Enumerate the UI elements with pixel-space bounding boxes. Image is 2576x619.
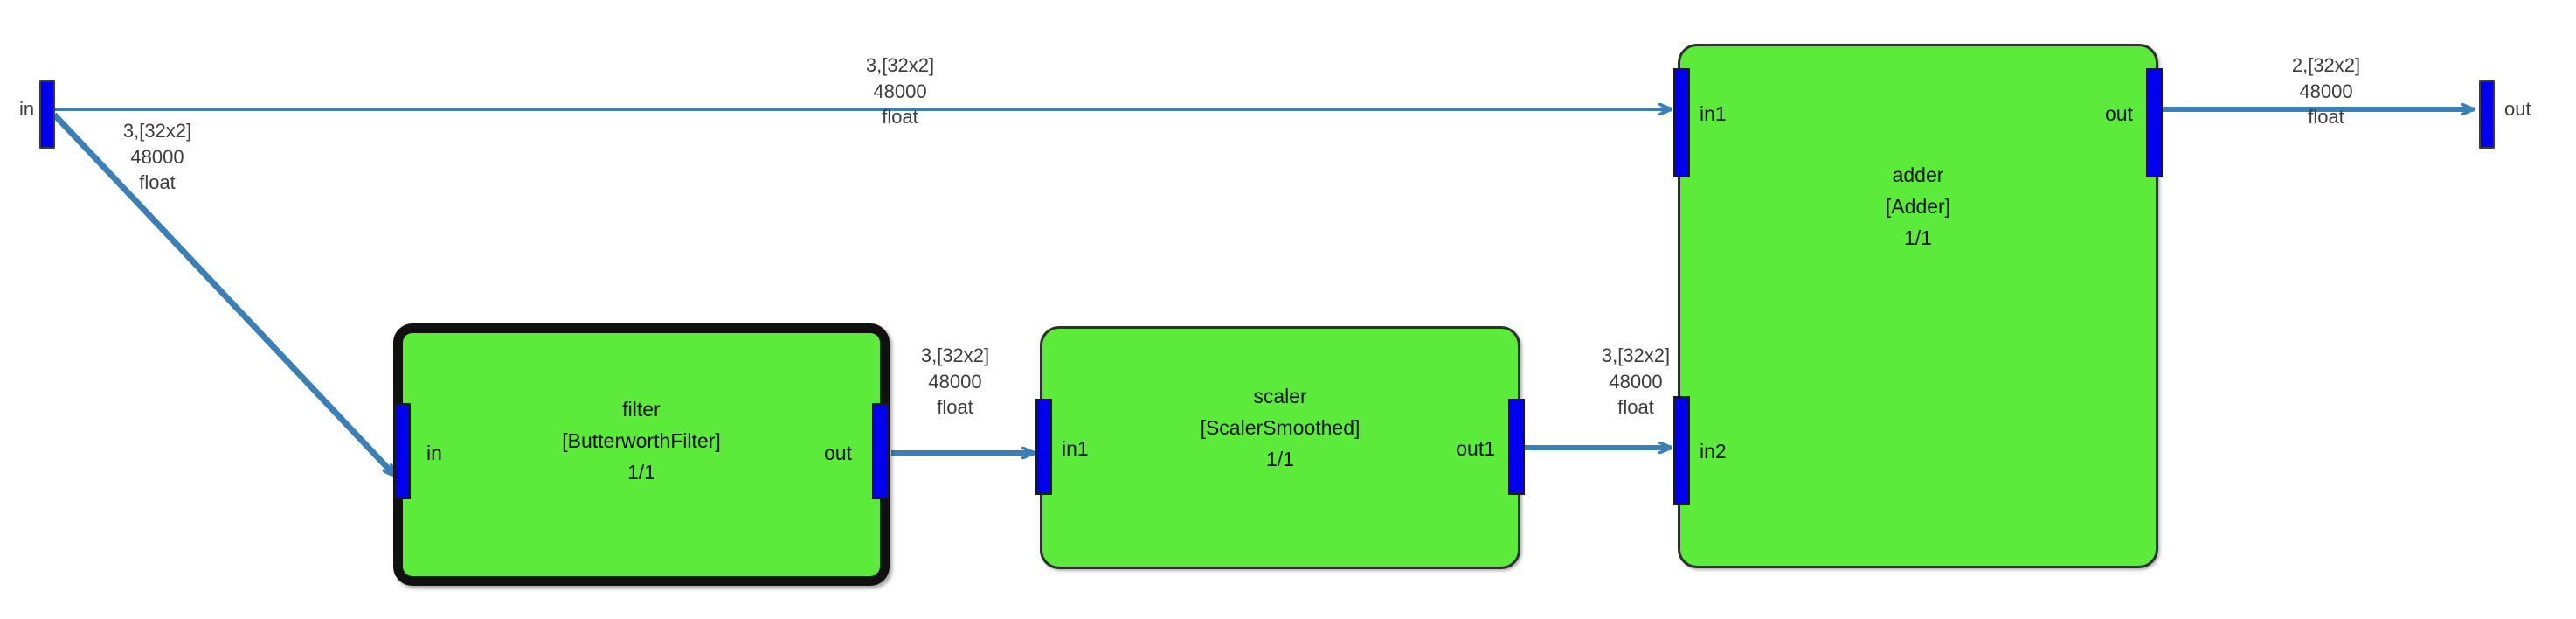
edge-label-channels: 3,[32x2] xyxy=(920,344,990,366)
node-scaler-ratio: 1/1 xyxy=(1266,448,1294,470)
node-adder-type: [Adder] xyxy=(1885,195,1951,218)
node-adder-ratio: 1/1 xyxy=(1904,226,1932,249)
edge-label-channels: 2,[32x2] xyxy=(2291,54,2361,76)
node-adder-port-out-label: out xyxy=(2105,102,2133,125)
edge-label-rate: 48000 xyxy=(130,145,184,168)
edge-label-scaler-out1-to-adder-in2: 3,[32x2] 48000 float xyxy=(1557,343,1714,421)
node-adder-port-in1-label: in1 xyxy=(1700,102,1727,125)
edge-label-dtype: float xyxy=(882,106,918,129)
edge-label-rate: 48000 xyxy=(2299,80,2353,102)
node-filter[interactable]: filter [ButterworthFilter] 1/1 in out xyxy=(393,323,890,586)
node-scaler-port-in1[interactable] xyxy=(1035,399,1052,495)
edge-label-channels: 3,[32x2] xyxy=(865,54,935,76)
edge-label-filter-out-to-scaler-in1: 3,[32x2] 48000 float xyxy=(876,343,1034,421)
edge-label-dtype: float xyxy=(2308,106,2344,129)
node-filter-port-in[interactable] xyxy=(394,403,411,499)
edge-label-rate: 48000 xyxy=(873,80,927,102)
node-scaler-name: scaler xyxy=(1253,385,1307,407)
terminal-label-in: in xyxy=(19,98,35,120)
edge-label-channels: 3,[32x2] xyxy=(122,120,192,142)
node-adder-port-in2[interactable] xyxy=(1673,396,1690,505)
node-filter-port-in-label: in xyxy=(426,442,442,464)
edge-label-channels: 3,[32x2] xyxy=(1601,344,1671,366)
terminal-label-out: out xyxy=(2504,98,2531,120)
node-adder-port-in2-label: in2 xyxy=(1700,440,1727,463)
edge-label-rate: 48000 xyxy=(1609,370,1663,393)
node-filter-port-out[interactable] xyxy=(872,403,889,499)
edge-label-in-to-adder-in1: 3,[32x2] 48000 float xyxy=(821,52,979,130)
node-scaler-port-out1[interactable] xyxy=(1508,399,1525,495)
node-adder[interactable]: adder [Adder] 1/1 in1 in2 out xyxy=(1673,44,2163,568)
node-filter-name: filter xyxy=(622,398,661,421)
edge-label-dtype: float xyxy=(937,396,973,419)
terminal-port-in[interactable] xyxy=(39,80,55,149)
node-filter-port-out-label: out xyxy=(824,442,852,464)
node-adder-name: adder xyxy=(1892,163,1944,186)
node-scaler-port-out1-label: out1 xyxy=(1456,437,1495,460)
node-scaler-type: [ScalerSmoothed] xyxy=(1200,416,1361,439)
node-scaler[interactable]: scaler [ScalerSmoothed] 1/1 in1 out1 xyxy=(1035,326,1525,569)
node-scaler-port-in1-label: in1 xyxy=(1062,437,1089,460)
terminal-port-out[interactable] xyxy=(2479,80,2495,149)
edge-label-in-to-filter-in: 3,[32x2] 48000 float xyxy=(79,118,236,196)
node-adder-port-out[interactable] xyxy=(2146,68,2163,177)
edge-label-dtype: float xyxy=(139,171,176,194)
edge-label-rate: 48000 xyxy=(928,370,982,393)
edge-label-adder-out-to-out: 2,[32x2] 48000 float xyxy=(2247,52,2405,130)
node-filter-type: [ButterworthFilter] xyxy=(562,429,721,452)
edge-label-dtype: float xyxy=(1617,396,1654,419)
node-adder-port-in1[interactable] xyxy=(1673,68,1690,177)
node-filter-ratio: 1/1 xyxy=(627,461,655,483)
